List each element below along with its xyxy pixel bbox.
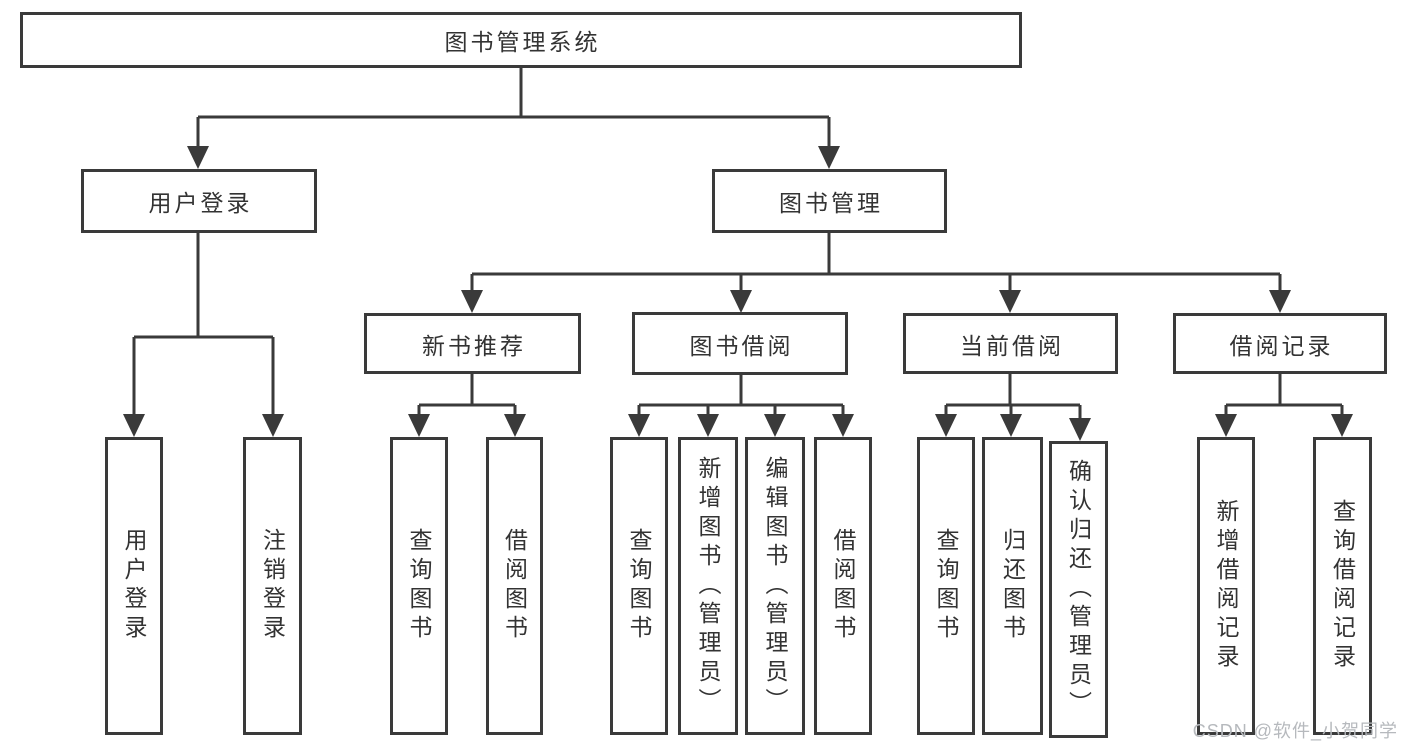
connector-book-management-children [461, 233, 1291, 313]
node-return-book: 归还图书 [982, 437, 1043, 735]
connector-current-borrow-children [935, 374, 1091, 441]
node-new-book-recommend-label: 新书推荐 [422, 332, 526, 359]
node-edit-book-admin: 编辑图书（管理员） [745, 437, 805, 735]
arrowhead [1000, 414, 1022, 437]
node-borrow-books: 借阅图书 [814, 437, 872, 735]
node-query-books-recommend-label: 查询图书 [406, 528, 432, 644]
arrowhead [123, 414, 145, 437]
connector-user-login-children [123, 233, 284, 437]
node-logout: 注销登录 [243, 437, 302, 735]
arrowhead [730, 290, 752, 313]
node-add-borrow-record: 新增借阅记录 [1197, 437, 1255, 735]
arrowhead [1215, 414, 1237, 437]
node-borrow-books-recommend: 借阅图书 [486, 437, 543, 735]
node-book-management-label: 图书管理 [779, 190, 883, 216]
arrowhead [408, 414, 430, 437]
node-borrow-books-label: 借阅图书 [830, 528, 856, 644]
node-root-label: 图书管理系统 [444, 29, 601, 55]
connector-borrow-records-children [1215, 374, 1353, 437]
node-add-book-admin: 新增图书（管理员） [678, 437, 738, 735]
node-borrow-records: 借阅记录 [1173, 313, 1387, 374]
arrowhead [262, 414, 284, 437]
node-query-books-borrow: 查询图书 [610, 437, 668, 735]
node-add-borrow-record-label: 新增借阅记录 [1213, 499, 1239, 673]
arrowhead [1069, 418, 1091, 441]
arrowhead [818, 146, 840, 169]
node-confirm-return-admin-label: 确认归还（管理员） [1065, 459, 1092, 720]
node-return-book-label: 归还图书 [999, 528, 1026, 644]
connector-book-borrow-children [628, 375, 854, 437]
arrowhead [832, 414, 854, 437]
node-add-book-admin-label: 新增图书（管理员） [695, 455, 721, 717]
node-book-borrow-label: 图书借阅 [689, 332, 794, 359]
arrowhead [628, 414, 650, 437]
node-current-borrow: 当前借阅 [903, 313, 1118, 374]
node-confirm-return-admin: 确认归还（管理员） [1049, 441, 1108, 738]
node-query-borrow-record-label: 查询借阅记录 [1329, 499, 1356, 673]
connector-root-to-level2 [187, 68, 840, 169]
arrowhead [504, 414, 526, 437]
node-user-login: 用户登录 [81, 169, 317, 233]
connector-new-book-children [408, 374, 526, 437]
node-user-login-label: 用户登录 [148, 190, 253, 216]
node-edit-book-admin-label: 编辑图书（管理员） [762, 455, 788, 717]
arrowhead [187, 146, 209, 169]
node-borrow-records-label: 借阅记录 [1229, 332, 1334, 359]
node-book-borrow: 图书借阅 [632, 312, 848, 375]
node-root: 图书管理系统 [20, 12, 1022, 68]
arrowhead [764, 414, 786, 437]
node-login: 用户登录 [105, 437, 163, 735]
node-query-books-current-label: 查询图书 [933, 528, 959, 644]
node-logout-label: 注销登录 [259, 528, 286, 644]
node-query-books-recommend: 查询图书 [390, 437, 448, 735]
node-login-label: 用户登录 [121, 528, 147, 644]
node-current-borrow-label: 当前借阅 [960, 332, 1064, 359]
node-borrow-books-recommend-label: 借阅图书 [501, 528, 528, 644]
arrowhead [461, 290, 483, 313]
node-new-book-recommend: 新书推荐 [364, 313, 581, 374]
node-book-management: 图书管理 [712, 169, 947, 233]
arrowhead [935, 414, 957, 437]
node-query-books-borrow-label: 查询图书 [626, 528, 652, 644]
node-query-borrow-record: 查询借阅记录 [1313, 437, 1372, 735]
node-query-books-current: 查询图书 [917, 437, 975, 735]
arrowhead [697, 414, 719, 437]
watermark: CSDN @软件_小贺同学 [1192, 721, 1398, 741]
arrowhead [999, 290, 1021, 313]
arrowhead [1269, 290, 1291, 313]
arrowhead [1331, 414, 1353, 437]
